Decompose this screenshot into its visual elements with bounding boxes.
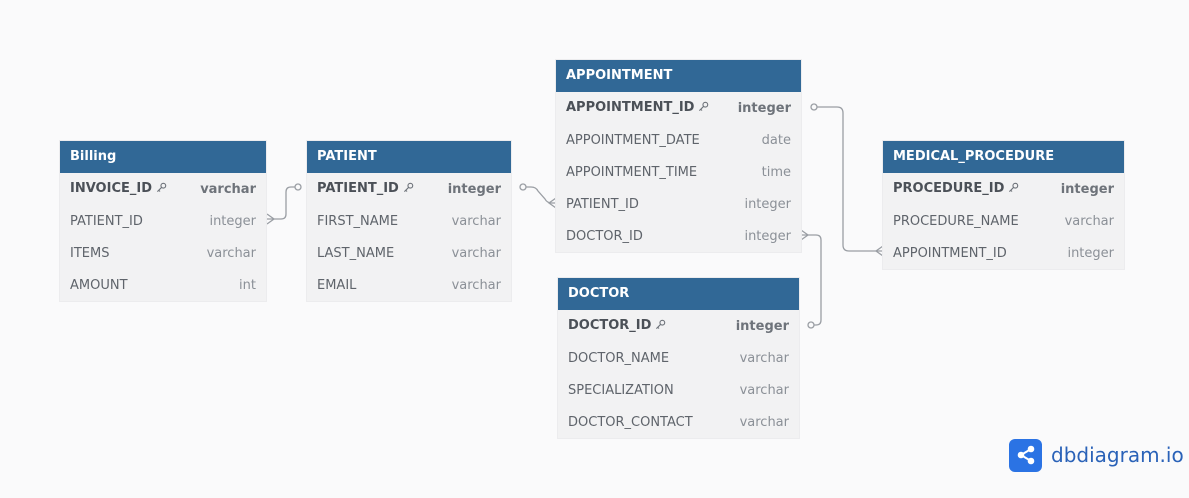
column-type: integer (744, 196, 791, 212)
column-type: varchar (1064, 213, 1114, 229)
column-row[interactable]: APPOINTMENT_TIME time (556, 156, 801, 188)
column-name: AMOUNT (70, 277, 128, 293)
edge-appointment-patient (519, 183, 557, 209)
column-name: DOCTOR_ID (568, 318, 652, 333)
column-name: APPOINTMENT_TIME (566, 164, 698, 180)
table-medical-procedure[interactable]: MEDICAL_PROCEDURE PROCEDURE_ID integer P… (883, 141, 1124, 269)
column-row[interactable]: PROCEDURE_ID integer (883, 173, 1124, 205)
column-type: varchar (739, 382, 789, 398)
column-row[interactable]: LAST_NAME varchar (307, 237, 511, 269)
key-icon (156, 182, 167, 197)
edge-procedure-appointment (810, 103, 884, 257)
column-row[interactable]: APPOINTMENT_DATE date (556, 124, 801, 156)
column-row[interactable]: APPOINTMENT_ID integer (883, 237, 1124, 269)
column-row[interactable]: FIRST_NAME varchar (307, 205, 511, 237)
column-name: PROCEDURE_NAME (893, 213, 1019, 229)
column-type: integer (735, 318, 789, 334)
column-type: varchar (739, 350, 789, 366)
edge-appointment-doctor (800, 229, 822, 329)
column-type: date (761, 132, 791, 148)
column-type: varchar (739, 414, 789, 430)
column-row[interactable]: INVOICE_ID varchar (60, 173, 266, 205)
table-patient[interactable]: PATIENT PATIENT_ID integer FIRST_NAME va… (307, 141, 511, 301)
column-name: LAST_NAME (317, 245, 395, 261)
brand-watermark[interactable]: dbdiagram.io (1009, 438, 1184, 472)
column-type: integer (744, 228, 791, 244)
column-name: ITEMS (70, 245, 110, 261)
column-row[interactable]: DOCTOR_CONTACT varchar (558, 406, 799, 438)
table-header-billing[interactable]: Billing (60, 141, 266, 173)
column-row[interactable]: SPECIALIZATION varchar (558, 374, 799, 406)
table-header-doctor[interactable]: DOCTOR (558, 278, 799, 310)
table-billing[interactable]: Billing INVOICE_ID varchar PATIENT_ID in… (60, 141, 266, 301)
column-type: time (761, 164, 791, 180)
column-row[interactable]: PATIENT_ID integer (307, 173, 511, 205)
column-type: varchar (451, 277, 501, 293)
column-name: DOCTOR_ID (566, 228, 643, 244)
column-name: SPECIALIZATION (568, 382, 674, 398)
table-header-medical-procedure[interactable]: MEDICAL_PROCEDURE (883, 141, 1124, 173)
column-type: integer (209, 213, 256, 229)
column-row[interactable]: DOCTOR_ID integer (558, 310, 799, 342)
column-name: EMAIL (317, 277, 357, 293)
column-name: PROCEDURE_ID (893, 181, 1005, 196)
column-type: integer (447, 181, 501, 197)
column-row[interactable]: PATIENT_ID integer (60, 205, 266, 237)
column-type: varchar (451, 213, 501, 229)
column-name: INVOICE_ID (70, 181, 152, 196)
column-type: int (239, 277, 256, 293)
column-name: APPOINTMENT_ID (893, 245, 1007, 261)
column-row[interactable]: PROCEDURE_NAME varchar (883, 205, 1124, 237)
column-type: varchar (451, 245, 501, 261)
column-row[interactable]: AMOUNT int (60, 269, 266, 301)
column-name: DOCTOR_CONTACT (568, 414, 693, 430)
column-type: varchar (206, 245, 256, 261)
column-name: APPOINTMENT_ID (566, 100, 695, 115)
key-icon (1008, 182, 1019, 197)
column-row[interactable]: APPOINTMENT_ID integer (556, 92, 801, 124)
column-name: PATIENT_ID (566, 196, 639, 212)
share-nodes-icon (1009, 438, 1042, 472)
table-header-patient[interactable]: PATIENT (307, 141, 511, 173)
column-type: varchar (200, 181, 256, 197)
column-name: DOCTOR_NAME (568, 350, 670, 366)
table-appointment[interactable]: APPOINTMENT APPOINTMENT_ID integer APPOI… (556, 60, 801, 252)
key-icon (698, 101, 709, 116)
column-row[interactable]: EMAIL varchar (307, 269, 511, 301)
table-header-appointment[interactable]: APPOINTMENT (556, 60, 801, 92)
brand-name: dbdiagram.io (1051, 443, 1184, 467)
key-icon (655, 319, 666, 334)
column-row[interactable]: DOCTOR_ID integer (556, 220, 801, 252)
table-doctor[interactable]: DOCTOR DOCTOR_ID integer DOCTOR_NAME var… (558, 278, 799, 438)
column-name: FIRST_NAME (317, 213, 399, 229)
key-icon (403, 182, 414, 197)
column-name: PATIENT_ID (70, 213, 143, 229)
column-row[interactable]: PATIENT_ID integer (556, 188, 801, 220)
column-type: integer (1060, 181, 1114, 197)
column-row[interactable]: ITEMS varchar (60, 237, 266, 269)
column-row[interactable]: DOCTOR_NAME varchar (558, 342, 799, 374)
column-name: APPOINTMENT_DATE (566, 132, 700, 148)
edge-billing-patient (266, 183, 302, 225)
column-type: integer (737, 100, 791, 116)
column-name: PATIENT_ID (317, 181, 399, 196)
column-type: integer (1067, 245, 1114, 261)
